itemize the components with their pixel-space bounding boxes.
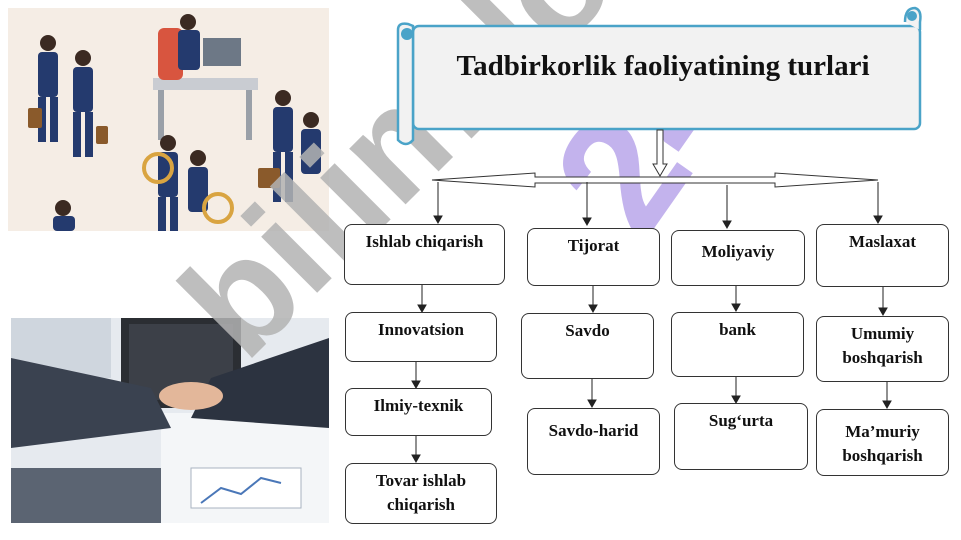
watermark-text-purple: 24	[517, 2, 781, 266]
node-maslaxat: Maslaxat	[816, 224, 949, 287]
node-ishlab-chiqarish: Ishlab chiqarish	[344, 224, 505, 285]
node-ilmiy-texnik: Ilmiy-texnik	[345, 388, 492, 436]
diagram-title: Tadbirkorlik faoliyatining turlari	[456, 50, 870, 82]
node-moliyaviy: Moliyaviy	[671, 230, 805, 286]
node-umumiy-boshqarish: Umumiy boshqarish	[816, 316, 949, 382]
node-sugurta: Sug‘urta	[674, 403, 808, 470]
node-tovar-ishlab-chiqarish: Tovar ishlab chiqarish	[345, 463, 497, 524]
handshake-image	[11, 318, 329, 523]
node-savdo-harid: Savdo-harid	[527, 408, 660, 475]
node-innovatsion: Innovatsion	[345, 312, 497, 362]
node-tijorat: Tijorat	[527, 228, 660, 286]
node-bank: bank	[671, 312, 804, 377]
node-savdo: Savdo	[521, 313, 654, 379]
node-mamuriy-boshqarish: Ma’muriy boshqarish	[816, 409, 949, 476]
business-people-image	[8, 8, 329, 231]
